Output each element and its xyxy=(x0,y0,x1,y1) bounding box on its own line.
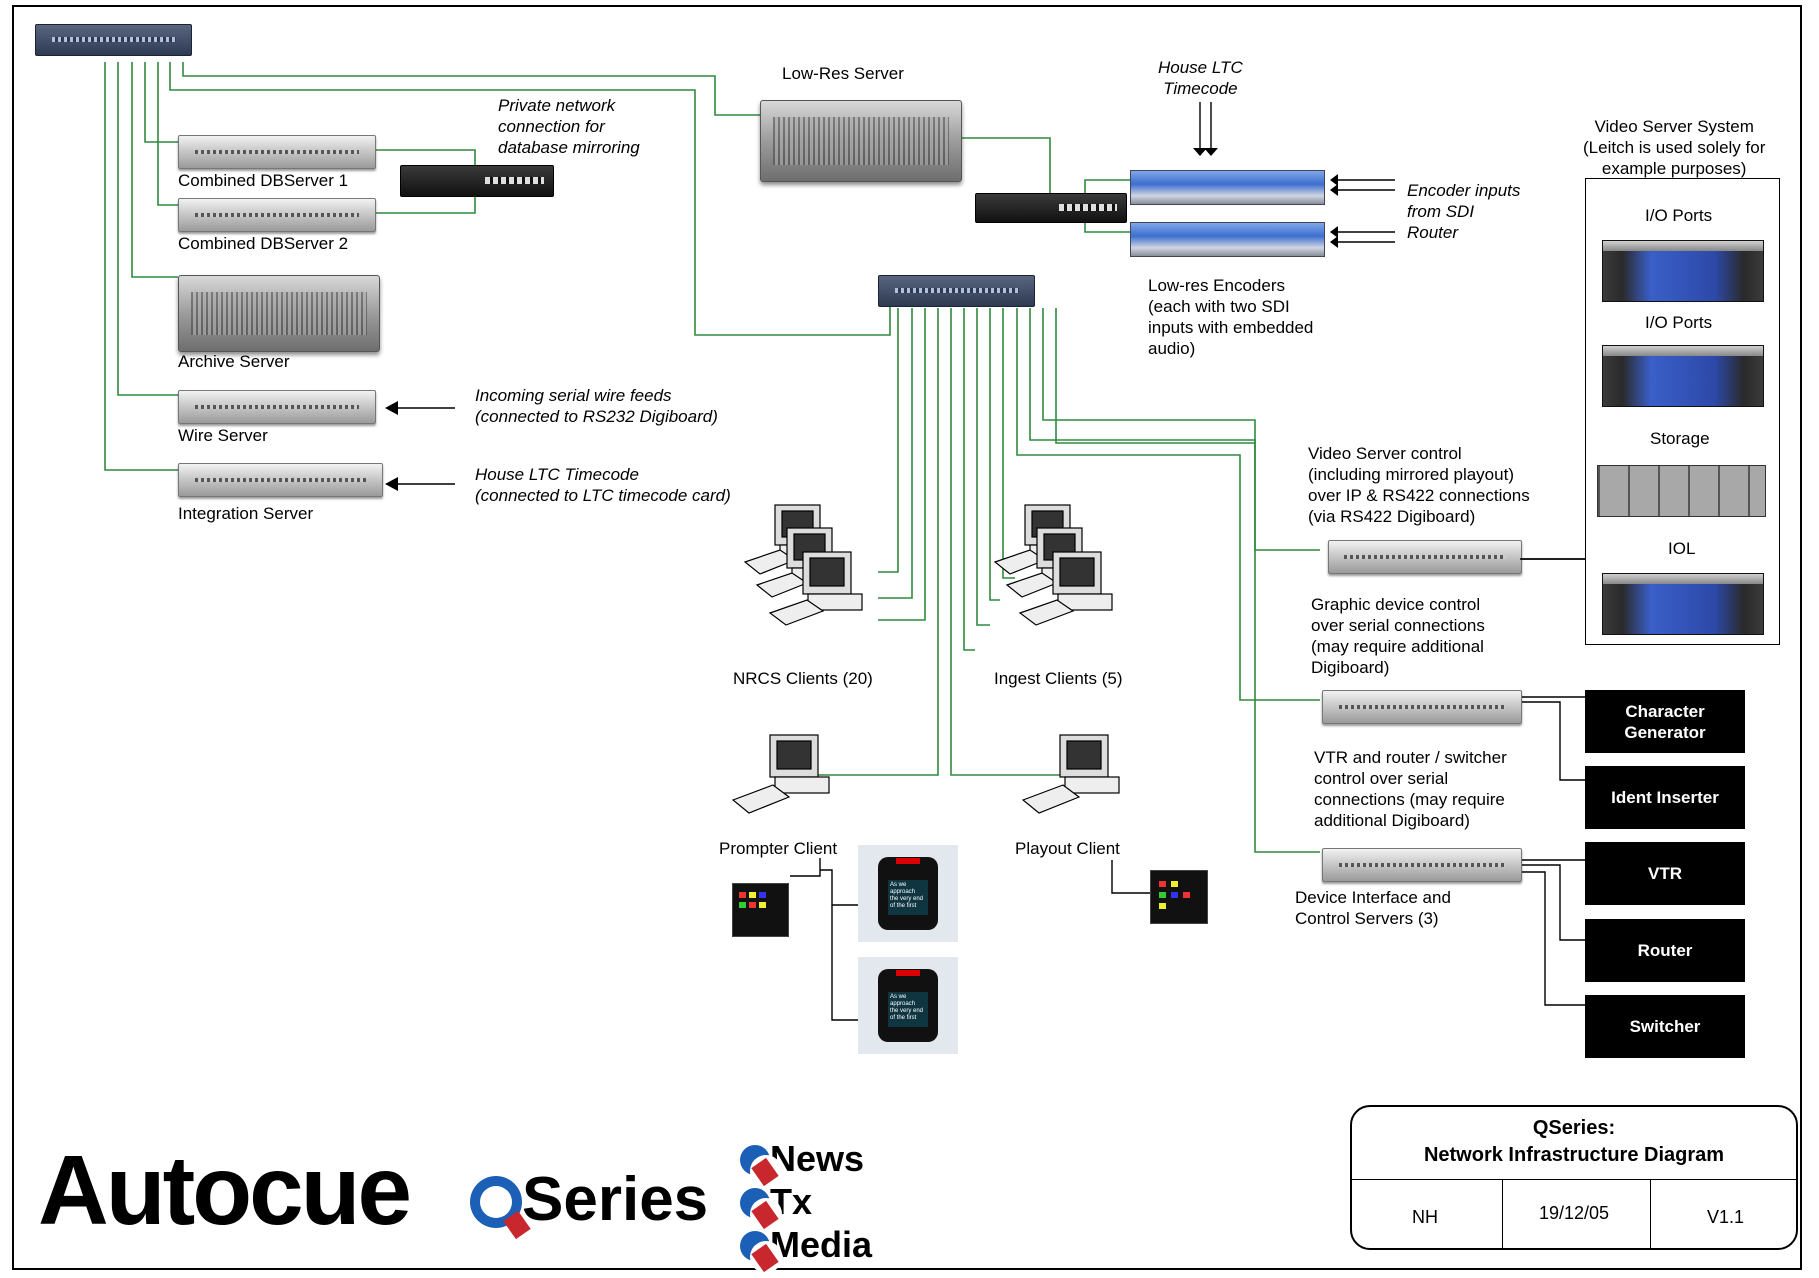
low-res-server-label: Low-Res Server xyxy=(782,64,904,83)
low-res-encoder-2 xyxy=(1130,222,1325,257)
video-server-system-label: Video Server System (Leitch is used sole… xyxy=(1583,117,1766,178)
qnews-logo-text: News xyxy=(770,1138,865,1179)
encoder-network-hub xyxy=(975,193,1127,223)
playout-hand-controller-icon xyxy=(1150,870,1208,924)
serial-links xyxy=(392,102,1585,1021)
qmedia-q-icon xyxy=(740,1231,782,1273)
iol-unit xyxy=(1602,573,1764,635)
io-ports-1-label: I/O Ports xyxy=(1645,206,1713,225)
private-network-label: Private network connection for database … xyxy=(498,96,640,157)
combined-dbserver2-label: Combined DBServer 2 xyxy=(178,234,349,253)
graphic-device-control-unit xyxy=(1322,690,1522,724)
incoming-serial-label: Incoming serial wire feeds (connected to… xyxy=(475,386,718,426)
arrowheads xyxy=(385,148,1338,491)
prompter-hand-controller-icon xyxy=(732,883,789,937)
qseries-logo-text: Series xyxy=(522,1165,709,1234)
combined-dbserver1-label: Combined DBServer 1 xyxy=(178,171,349,190)
nrcs-clients-icon xyxy=(743,504,863,626)
low-res-encoder-1 xyxy=(1130,170,1325,205)
graphic-device-control-label: Graphic device control over serial conne… xyxy=(1311,595,1485,677)
qtx-q-icon xyxy=(740,1188,782,1230)
io-ports-2-unit xyxy=(1602,345,1764,407)
qseries-logo: Series xyxy=(470,1165,708,1235)
top-network-switch xyxy=(35,24,192,56)
archive-server-label: Archive Server xyxy=(178,352,290,371)
qmedia-logo-text: Media xyxy=(770,1224,873,1265)
playout-client-label: Playout Client xyxy=(1015,839,1120,858)
io-ports-1-unit xyxy=(1602,240,1764,302)
wire-server-label: Wire Server xyxy=(178,426,268,445)
device-interface-unit xyxy=(1322,848,1522,882)
playout-client-icon xyxy=(1021,734,1120,814)
diagram-title: QSeries: Network Infrastructure Diagram xyxy=(1423,1117,1725,1166)
qseries-q-icon xyxy=(470,1176,522,1228)
combined-dbserver1-unit xyxy=(178,135,376,169)
nrcs-clients-label: NRCS Clients (20) xyxy=(733,669,873,688)
vtr-box: VTR xyxy=(1585,842,1745,905)
version-cell: V1.1 xyxy=(1707,1207,1745,1227)
author-cell: NH xyxy=(1412,1207,1438,1227)
qmedia-logo: Media xyxy=(740,1223,873,1273)
qnews-q-icon xyxy=(740,1145,782,1187)
title-block: QSeries: Network Infrastructure Diagram … xyxy=(1350,1105,1798,1250)
ident-inserter-box: Ident Inserter xyxy=(1585,766,1745,829)
video-server-control-unit xyxy=(1328,540,1522,574)
ingest-clients-icon xyxy=(993,504,1113,626)
low-res-encoders-label: Low-res Encoders (each with two SDI inpu… xyxy=(1148,276,1314,358)
date-cell: 19/12/05 xyxy=(1539,1203,1610,1223)
prompter-client-label: Prompter Client xyxy=(719,839,838,858)
low-res-server-unit xyxy=(760,100,962,182)
storage-label: Storage xyxy=(1650,429,1710,448)
teleprompter-1-image: As we approach the very end of the first xyxy=(858,845,958,942)
qtx-logo: Tx xyxy=(740,1180,812,1230)
wire-server-unit xyxy=(178,390,376,424)
switcher-box: Switcher xyxy=(1585,995,1745,1058)
ingest-clients-label: Ingest Clients (5) xyxy=(994,669,1123,688)
diagram-border xyxy=(12,5,1802,1270)
archive-server-unit xyxy=(178,275,380,352)
house-ltc-integration-label: House LTC Timecode (connected to LTC tim… xyxy=(475,465,731,505)
video-server-control-label: Video Server control (including mirrored… xyxy=(1308,444,1530,526)
vtr-router-control-label: VTR and router / switcher control over s… xyxy=(1314,748,1507,830)
io-ports-2-label: I/O Ports xyxy=(1645,313,1713,332)
iol-label: IOL xyxy=(1668,539,1696,558)
center-network-switch xyxy=(878,275,1035,307)
house-ltc-top-label: House LTC Timecode xyxy=(1158,58,1243,98)
teleprompter-2-screen: As we approach the very end of the first xyxy=(888,991,928,1027)
autocue-logo: Autocue xyxy=(38,1135,412,1245)
integration-server-label: Integration Server xyxy=(178,504,314,523)
integration-server-unit xyxy=(178,463,383,497)
private-network-hub xyxy=(400,165,554,197)
character-generator-box: Character Generator xyxy=(1585,690,1745,753)
combined-dbserver2-unit xyxy=(178,198,376,232)
qnews-logo: News xyxy=(740,1137,865,1187)
video-server-system-box xyxy=(1585,178,1780,645)
encoder-inputs-label: Encoder inputs from SDI Router xyxy=(1407,181,1521,242)
storage-unit xyxy=(1597,465,1766,517)
teleprompter-2-image: As we approach the very end of the first xyxy=(858,957,958,1054)
teleprompter-1-screen: As we approach the very end of the first xyxy=(888,879,928,915)
router-box: Router xyxy=(1585,919,1745,982)
prompter-client-icon xyxy=(731,734,830,814)
device-interface-label: Device Interface and Control Servers (3) xyxy=(1295,888,1451,928)
